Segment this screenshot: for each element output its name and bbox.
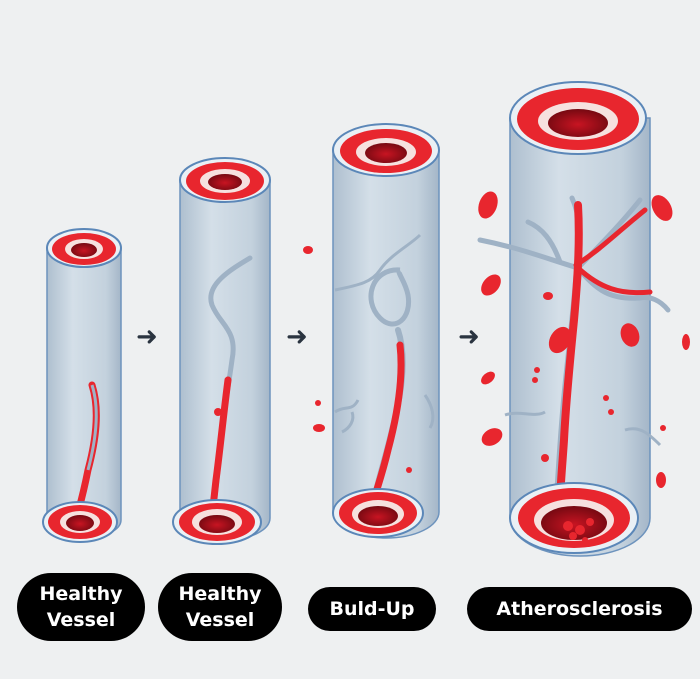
arrow-right-icon-2: ➜ (286, 322, 308, 352)
vessel-atherosclerosis (477, 81, 690, 557)
arrow-right-icon-1: ➜ (136, 322, 158, 352)
label-healthy-vessel-1: Healthy Vessel (17, 573, 145, 641)
label-build-up: Buld-Up (308, 587, 436, 631)
label-atherosclerosis: Atherosclerosis (467, 587, 692, 631)
label-healthy-vessel-2: Healthy Vessel (158, 573, 282, 641)
label-line-1: Buld-Up (329, 598, 415, 620)
label-line-2: Vessel (185, 609, 255, 631)
label-line-1: Atherosclerosis (496, 598, 663, 620)
vessel-build-up (303, 123, 440, 539)
vessel-healthy-1 (42, 228, 122, 543)
arrow-right-icon-3: ➜ (458, 322, 480, 352)
label-line-2: Vessel (46, 609, 116, 631)
label-line-1: Healthy (39, 583, 123, 605)
vessel-healthy-2 (172, 157, 271, 545)
label-line-1: Healthy (178, 583, 262, 605)
